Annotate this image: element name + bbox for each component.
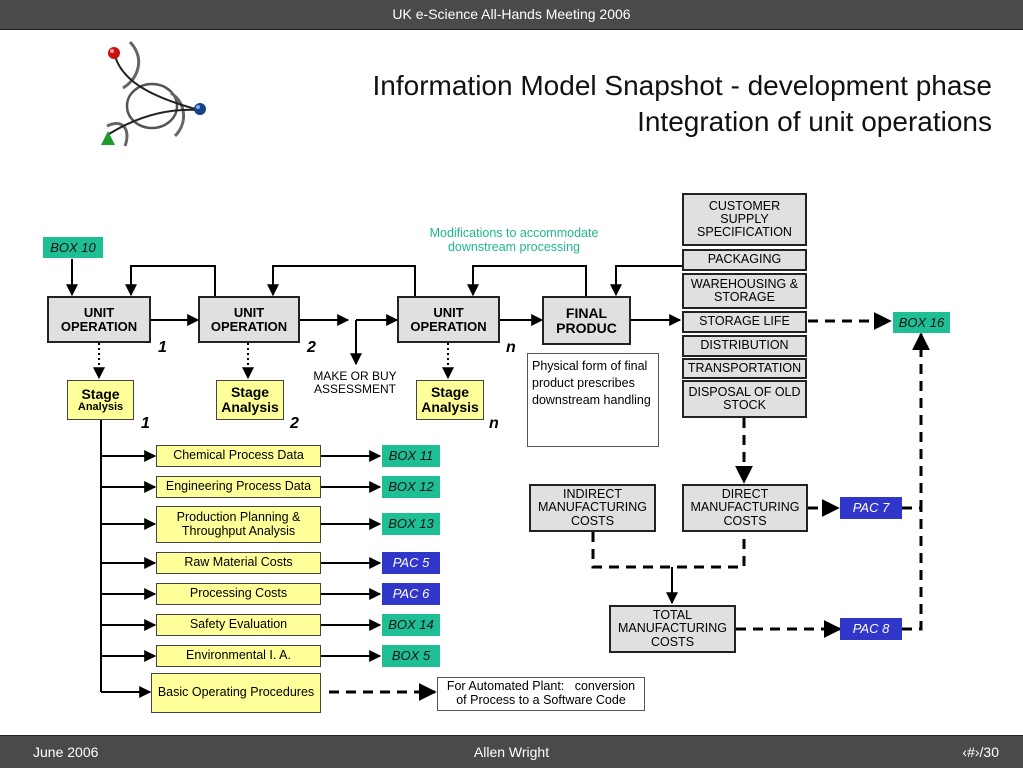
packaging-box: PACKAGING [682, 249, 807, 271]
unit-number-2: 2 [307, 339, 316, 356]
automated-line2: of Process to a Software Code [456, 693, 626, 707]
stage-analysis-1-line1: Stage [81, 385, 120, 402]
direct-line2: MANUFACTURING [690, 500, 800, 515]
unit-operation-2-line2: OPERATION [210, 318, 288, 334]
unit-number-n: n [506, 339, 516, 356]
unit-operation-n-line2: OPERATION [410, 318, 487, 334]
list-item-chemical-process-data: Chemical Process Data [156, 445, 321, 467]
list-item-raw-material-costs: Raw Material Costs [156, 552, 321, 574]
stage-number-2: 2 [290, 415, 299, 432]
stage-analysis-2: Stage Analysis [216, 380, 284, 420]
box-14-tag: BOX 14 [382, 614, 440, 636]
unit-operation-1-line2: OPERATION [60, 318, 138, 334]
total-line2: MANUFACTURING [617, 621, 728, 636]
final-product: FINAL PRODUC [542, 296, 631, 345]
footer-date: June 2006 [33, 744, 99, 760]
conference-title: UK e-Science All-Hands Meeting 2006 [392, 6, 631, 22]
modifications-line2: downstream processing [447, 239, 580, 254]
direct-costs-box: DIRECT MANUFACTURING COSTS [682, 484, 808, 532]
unit-operation-n: UNIT OPERATION [397, 296, 500, 343]
final-product-line1: FINAL [565, 304, 608, 321]
box-13-tag: BOX 13 [382, 513, 440, 535]
stage-number-n: n [489, 415, 499, 432]
list-item-production-planning: Production Planning & Throughput Analysi… [156, 506, 321, 543]
disposal-box: DISPOSAL OF OLD STOCK [682, 380, 807, 418]
list-item-environmental-ia: Environmental I. A. [156, 645, 321, 667]
storage-life-box: STORAGE LIFE [682, 311, 807, 333]
box-11-tag: BOX 11 [382, 445, 440, 467]
unit-number-1: 1 [158, 339, 167, 356]
direct-line1: DIRECT [721, 487, 769, 502]
box-5-tag: BOX 5 [382, 645, 440, 667]
footer-page: ‹#›/30 [962, 744, 999, 760]
pac-8-tag: PAC 8 [840, 618, 902, 640]
make-or-buy-line1: MAKE OR BUY [313, 369, 397, 383]
list-item-safety-evaluation: Safety Evaluation [156, 614, 321, 636]
unit-operation-1-line1: UNIT [83, 304, 115, 320]
indirect-line3: COSTS [570, 513, 615, 528]
header-bar: UK e-Science All-Hands Meeting 2006 [0, 0, 1023, 30]
footer-bar: June 2006 Allen Wright ‹#›/30 [0, 735, 1023, 768]
unit-operation-2-line1: UNIT [233, 304, 265, 320]
final-product-line2: PRODUC [556, 319, 617, 336]
disposal-line2: STOCK [723, 398, 766, 412]
disposal-line1: DISPOSAL OF OLD [688, 384, 801, 399]
transportation-box: TRANSPORTATION [682, 358, 807, 379]
slide-subtitle: Integration of unit operations [637, 106, 992, 137]
pac-7-tag: PAC 7 [840, 497, 902, 519]
indirect-line1: INDIRECT [562, 487, 623, 502]
list-item-processing-costs: Processing Costs [156, 583, 321, 605]
customer-line3: SPECIFICATION [697, 225, 792, 240]
direct-line3: COSTS [723, 513, 767, 528]
total-line1: TOTAL [652, 608, 693, 623]
modifications-note: Modifications to accommodate downstream … [400, 226, 628, 255]
box-12-tag: BOX 12 [382, 476, 440, 498]
box-10-tag: BOX 10 [43, 237, 103, 258]
customer-line2: SUPPLY [720, 211, 769, 226]
stage-number-1: 1 [141, 415, 150, 432]
indirect-line2: MANUFACTURING [537, 500, 648, 515]
total-costs-box: TOTAL MANUFACTURING COSTS [609, 605, 736, 653]
stage-analysis-1-line2: Analysis [77, 400, 124, 413]
slide-title: Information Model Snapshot - development… [372, 70, 993, 101]
customer-line1: CUSTOMER [708, 198, 781, 213]
automated-plant-note: For Automated Plant: conversion of Proce… [437, 677, 645, 711]
indirect-costs-box: INDIRECT MANUFACTURING COSTS [529, 484, 656, 532]
stage-analysis-2-line2: Analysis [221, 399, 279, 415]
stage-analysis-2-line1: Stage [230, 384, 270, 401]
physical-form-note: Physical form of final product prescribe… [527, 353, 659, 447]
conference-logo [101, 40, 206, 147]
distribution-box: DISTRIBUTION [682, 335, 807, 357]
stage-analysis-n-line1: Stage [430, 384, 470, 401]
list-item-engineering-process-data: Engineering Process Data [156, 476, 321, 498]
warehousing-box: WAREHOUSING & STORAGE [682, 273, 807, 309]
unit-operation-1: UNIT OPERATION [47, 296, 151, 343]
warehousing-line2: STORAGE [714, 290, 775, 304]
warehousing-line1: WAREHOUSING & [690, 276, 799, 291]
make-or-buy-label: MAKE OR BUY ASSESSMENT [300, 369, 410, 397]
stage-analysis-n-line2: Analysis [421, 399, 479, 415]
stage-analysis-n: Stage Analysis [416, 380, 484, 420]
make-or-buy-line2: ASSESSMENT [313, 382, 397, 397]
list-item-basic-operating-procedures: Basic Operating Procedures [151, 673, 321, 713]
unit-operation-2: UNIT OPERATION [198, 296, 300, 343]
unit-operation-n-line1: UNIT [433, 304, 464, 320]
customer-supply-specification: CUSTOMER SUPPLY SPECIFICATION [682, 193, 807, 246]
box-16-tag: BOX 16 [893, 312, 950, 333]
automated-line1: For Automated Plant: conversion [446, 679, 636, 694]
pac-5-tag: PAC 5 [382, 552, 440, 574]
stage-analysis-1: Stage Analysis [67, 380, 134, 420]
total-line3: COSTS [650, 634, 695, 649]
footer-author: Allen Wright [473, 744, 550, 760]
modifications-line1: Modifications to accommodate [429, 226, 599, 240]
pac-6-tag: PAC 6 [382, 583, 440, 605]
